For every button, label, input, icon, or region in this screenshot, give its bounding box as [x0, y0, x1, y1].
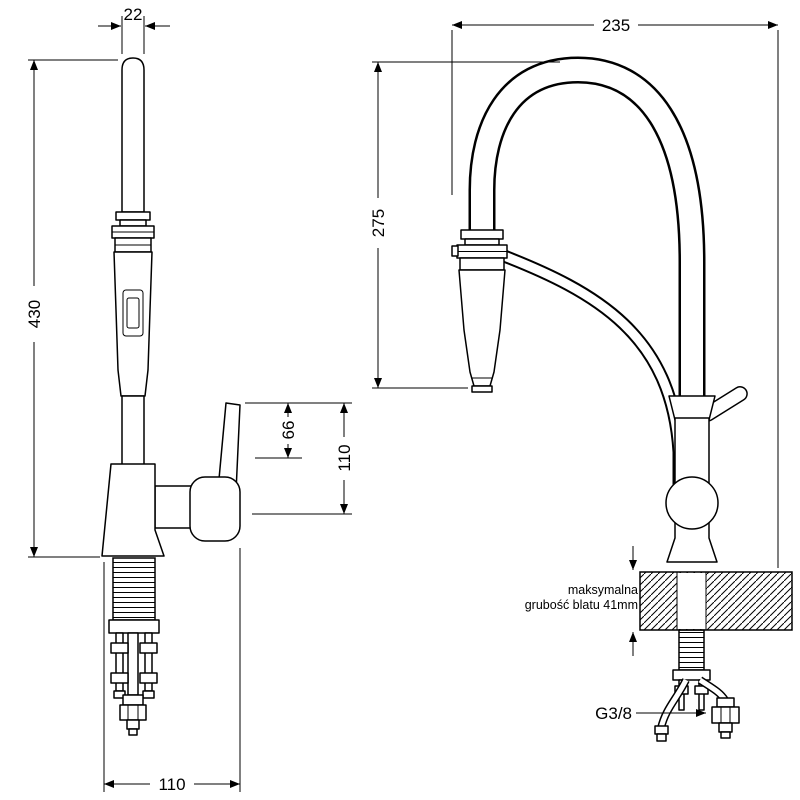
dim-spout-width: 22 [98, 5, 170, 54]
counter-thickness-note: maksymalna grubość blatu 41mm [525, 546, 638, 656]
dim-spout-width-label: 22 [124, 5, 143, 24]
g38-connector [711, 706, 740, 724]
dim-handle-height-label: 66 [279, 421, 298, 440]
countertop-section [639, 571, 793, 631]
sprayer-head [458, 269, 506, 387]
valve-body [189, 476, 241, 542]
left-view: 22 430 66 110 110 [25, 5, 354, 794]
sprayer-body [113, 251, 153, 397]
right-view: 235 275 maksymalna grubość blatu 41mm G3… [369, 15, 793, 742]
dim-total-width: 235 [451, 15, 779, 568]
dim-total-height: 430 [25, 59, 118, 558]
flexible-hose [496, 247, 686, 500]
threaded-shank [112, 557, 156, 621]
counter-note-line1: maksymalna [568, 583, 638, 597]
threaded-shank-front [678, 629, 705, 671]
dim-handle-offset-label: 110 [335, 444, 354, 471]
thread-size-label: G3/8 [595, 704, 632, 723]
dim-spout-drop-label: 275 [369, 209, 388, 237]
faucet-side-drawing [101, 57, 241, 736]
thread-size-callout: G3/8 [595, 704, 706, 723]
counter-note-line2: grubość blatu 41mm [525, 598, 638, 612]
dim-total-height-label: 430 [25, 300, 44, 328]
spout-pipe [121, 57, 145, 213]
dim-handle-heights: 66 110 [245, 402, 354, 515]
dim-spout-drop: 275 [369, 61, 560, 389]
faucet-base [101, 463, 165, 557]
faucet-front-drawing [451, 56, 793, 742]
swivel-joint [665, 476, 719, 530]
dim-base-width: 110 [103, 548, 241, 794]
dim-base-width-label: 110 [158, 775, 185, 794]
dim-total-width-label: 235 [602, 16, 630, 35]
